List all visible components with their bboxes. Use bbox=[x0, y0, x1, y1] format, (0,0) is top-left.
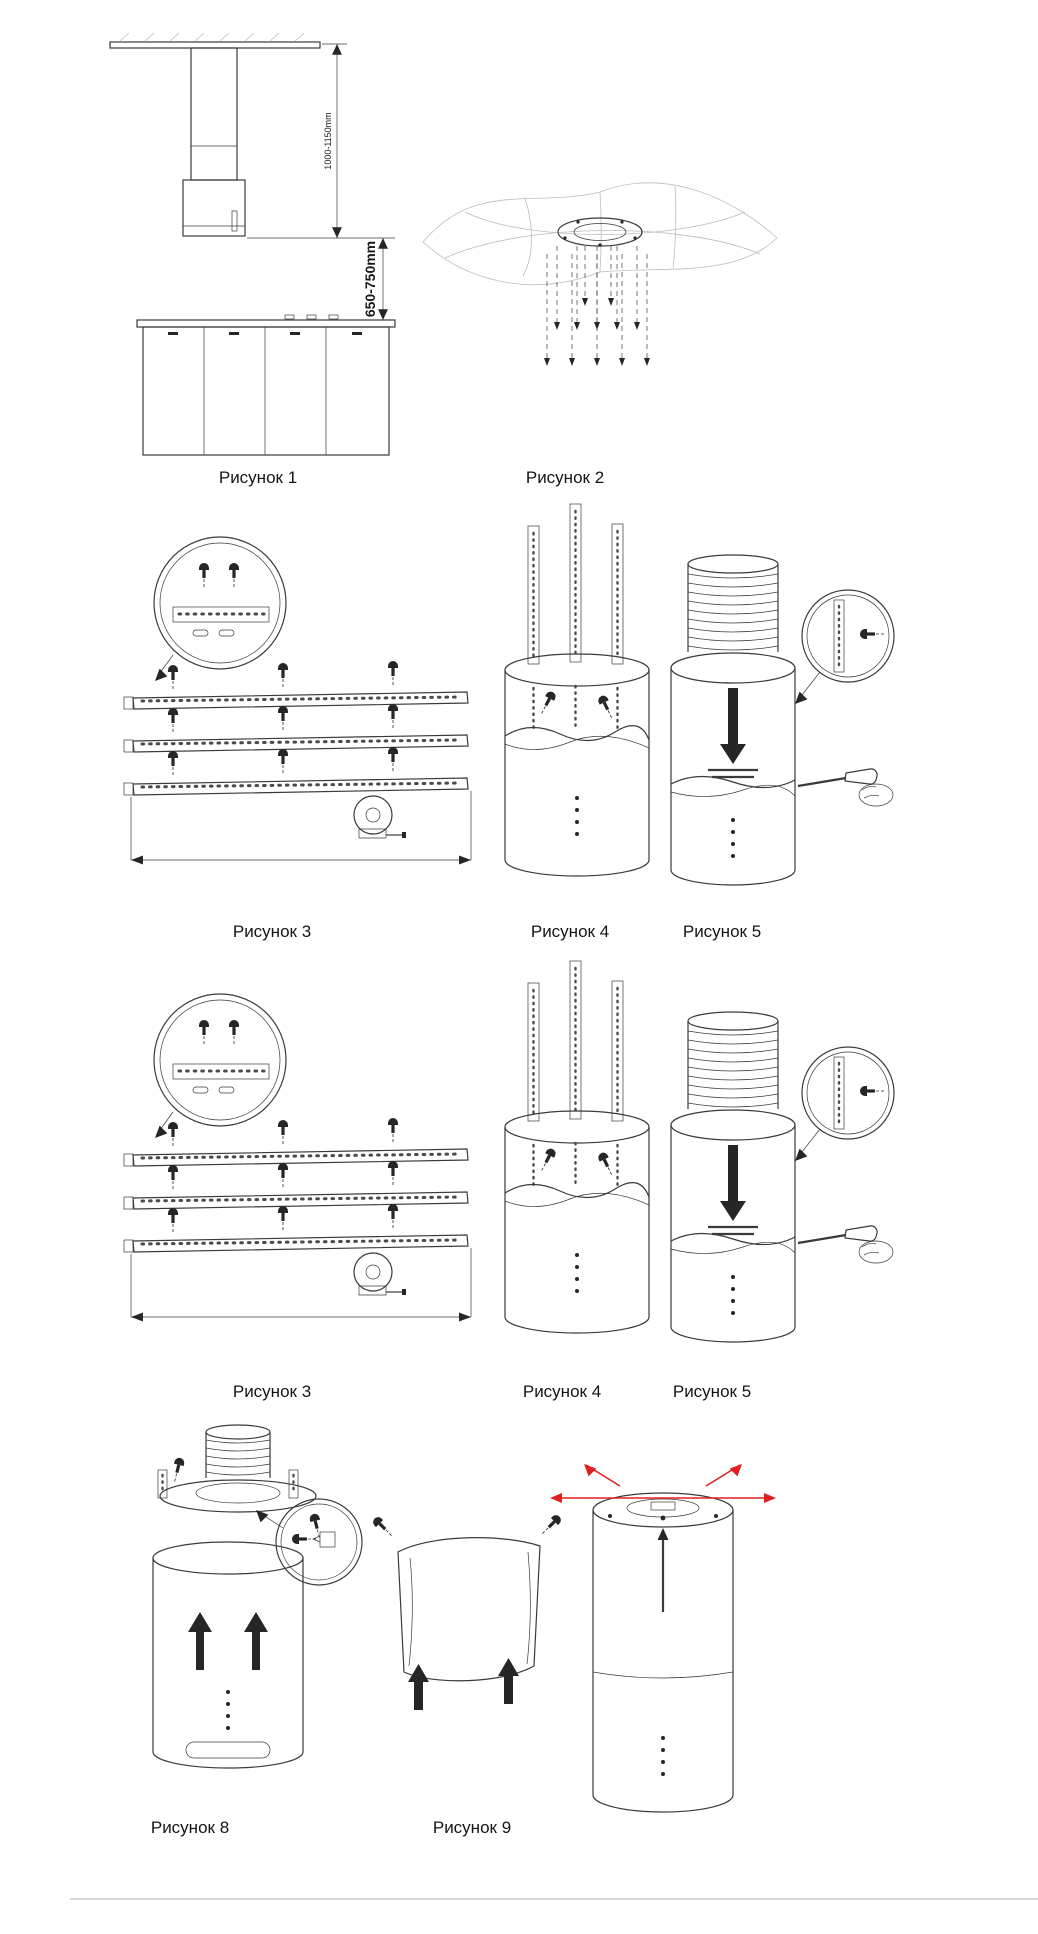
figure-caption: Рисунок 4 bbox=[530, 922, 610, 941]
screw-icon bbox=[291, 1533, 319, 1545]
figure-caption: Рисунок 5 bbox=[682, 922, 762, 941]
figure-caption: Рисунок 9 bbox=[432, 1818, 512, 1837]
figure4-illustration bbox=[490, 955, 665, 1350]
figure-caption: Рисунок 3 bbox=[232, 922, 312, 941]
counter-cabinet bbox=[136, 314, 396, 456]
screw-icon bbox=[168, 1456, 186, 1485]
cylinder-top-adjust-illustration bbox=[548, 1440, 788, 1830]
flex-duct bbox=[205, 1424, 271, 1478]
hood-cylinder bbox=[592, 1492, 734, 1813]
figure-caption: Рисунок 2 bbox=[525, 468, 605, 487]
figure5-illustration bbox=[648, 1005, 898, 1345]
ceiling-ring bbox=[557, 217, 643, 247]
insert-up-arrow bbox=[498, 1658, 519, 1704]
figure3-illustration bbox=[115, 515, 490, 890]
dim-upper-label: 1000-1150mm bbox=[323, 112, 333, 169]
screw-icon bbox=[370, 1514, 397, 1541]
figure-caption: Рисунок 5 bbox=[672, 1382, 752, 1401]
airflow-up-arrow bbox=[244, 1612, 268, 1670]
insert-up-arrow bbox=[408, 1664, 429, 1710]
figure5-illustration bbox=[648, 548, 898, 888]
hanging-rods bbox=[544, 246, 650, 366]
dim-lower-label: 650-750mm bbox=[362, 241, 378, 317]
figure8-illustration bbox=[88, 1420, 368, 1805]
magnifier-detail bbox=[275, 1498, 363, 1586]
figure4-illustration bbox=[490, 498, 665, 893]
figure-caption: Рисунок 3 bbox=[232, 1382, 312, 1401]
filter-panel bbox=[397, 1537, 541, 1682]
dimension-lower: 650-750mm bbox=[347, 237, 395, 320]
figure-caption: Рисунок 8 bbox=[150, 1818, 230, 1837]
chimney bbox=[190, 47, 238, 181]
hood-body bbox=[152, 1541, 304, 1769]
page-bottom-divider bbox=[70, 1898, 1038, 1900]
hood-body bbox=[182, 179, 246, 237]
figure-caption: Рисунок 4 bbox=[522, 1382, 602, 1401]
rotate-out-arrows bbox=[550, 1460, 776, 1503]
top-cap bbox=[608, 1498, 718, 1521]
leader-arrow-icon bbox=[252, 1506, 269, 1523]
dimension-upper: 1000-1150mm bbox=[247, 43, 347, 239]
figure2-illustration bbox=[405, 150, 795, 405]
figure9-illustration bbox=[362, 1508, 572, 1723]
control-dots bbox=[661, 1736, 665, 1776]
figure-caption: Рисунок 1 bbox=[218, 468, 298, 487]
mounting-plate bbox=[157, 1456, 326, 1541]
airflow-up-arrow bbox=[188, 1612, 212, 1670]
figure3-illustration bbox=[115, 972, 490, 1347]
control-dots bbox=[226, 1690, 230, 1730]
figure1-illustration: 1000-1150mm 650-750mm bbox=[85, 28, 425, 463]
ceiling-panel-wireframe bbox=[422, 182, 778, 286]
lift-up-arrow bbox=[657, 1528, 669, 1612]
ceiling bbox=[109, 32, 321, 49]
screw-icon bbox=[308, 1512, 326, 1541]
